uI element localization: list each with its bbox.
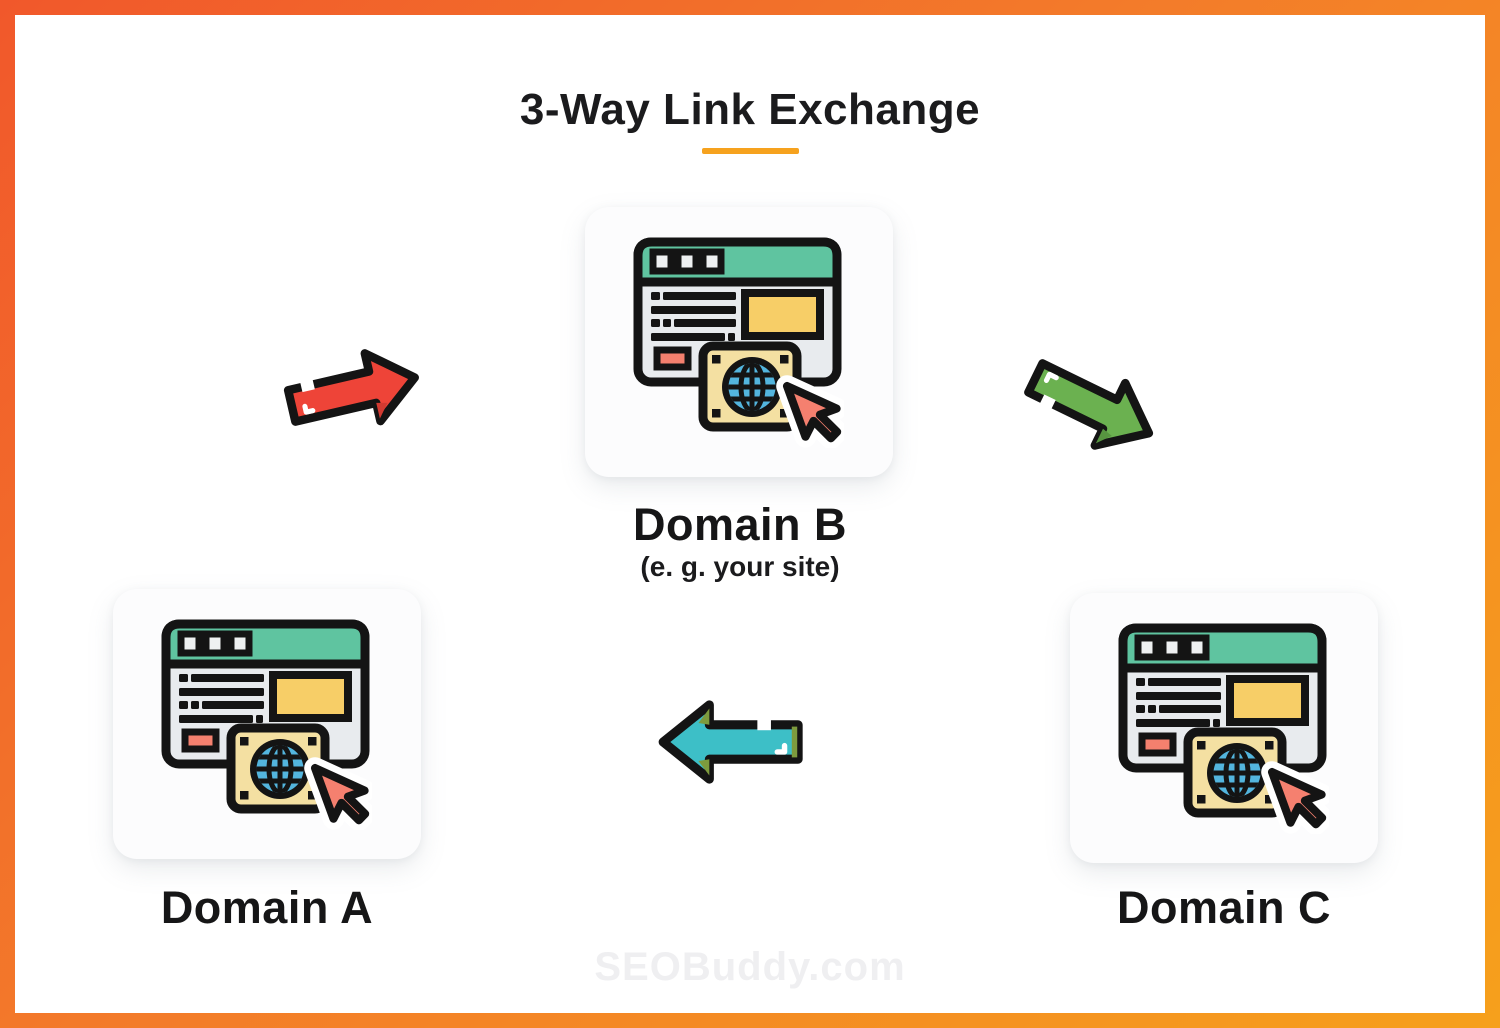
website-icon [632, 236, 844, 448]
domain-c-card [1070, 593, 1378, 863]
website-icon [160, 618, 372, 830]
arrow-domain-c-to-domain-a [655, 696, 809, 788]
teal-arrow-icon [658, 700, 803, 784]
red-arrow-icon [283, 349, 419, 426]
diagram-canvas: 3-Way Link Exchange Domain B (e. g. your… [15, 15, 1485, 1013]
green-arrow-icon [1024, 359, 1154, 450]
arrow-domain-a-to-domain-b [272, 334, 432, 450]
domain-b-card [585, 207, 893, 477]
domain-c-label: Domain C [1116, 882, 1331, 933]
watermark: SEOBuddy.com [594, 945, 906, 989]
domain-a-label: Domain A [160, 882, 374, 933]
diagram-title: 3-Way Link Exchange [519, 85, 981, 134]
domain-b-sublabel: (e. g. your site) [640, 551, 840, 582]
title-underline [701, 148, 799, 154]
domain-a-card [113, 589, 421, 859]
arrow-domain-b-to-domain-c [1007, 335, 1174, 475]
website-icon [1117, 622, 1329, 834]
domain-b-label: Domain B [632, 499, 847, 550]
